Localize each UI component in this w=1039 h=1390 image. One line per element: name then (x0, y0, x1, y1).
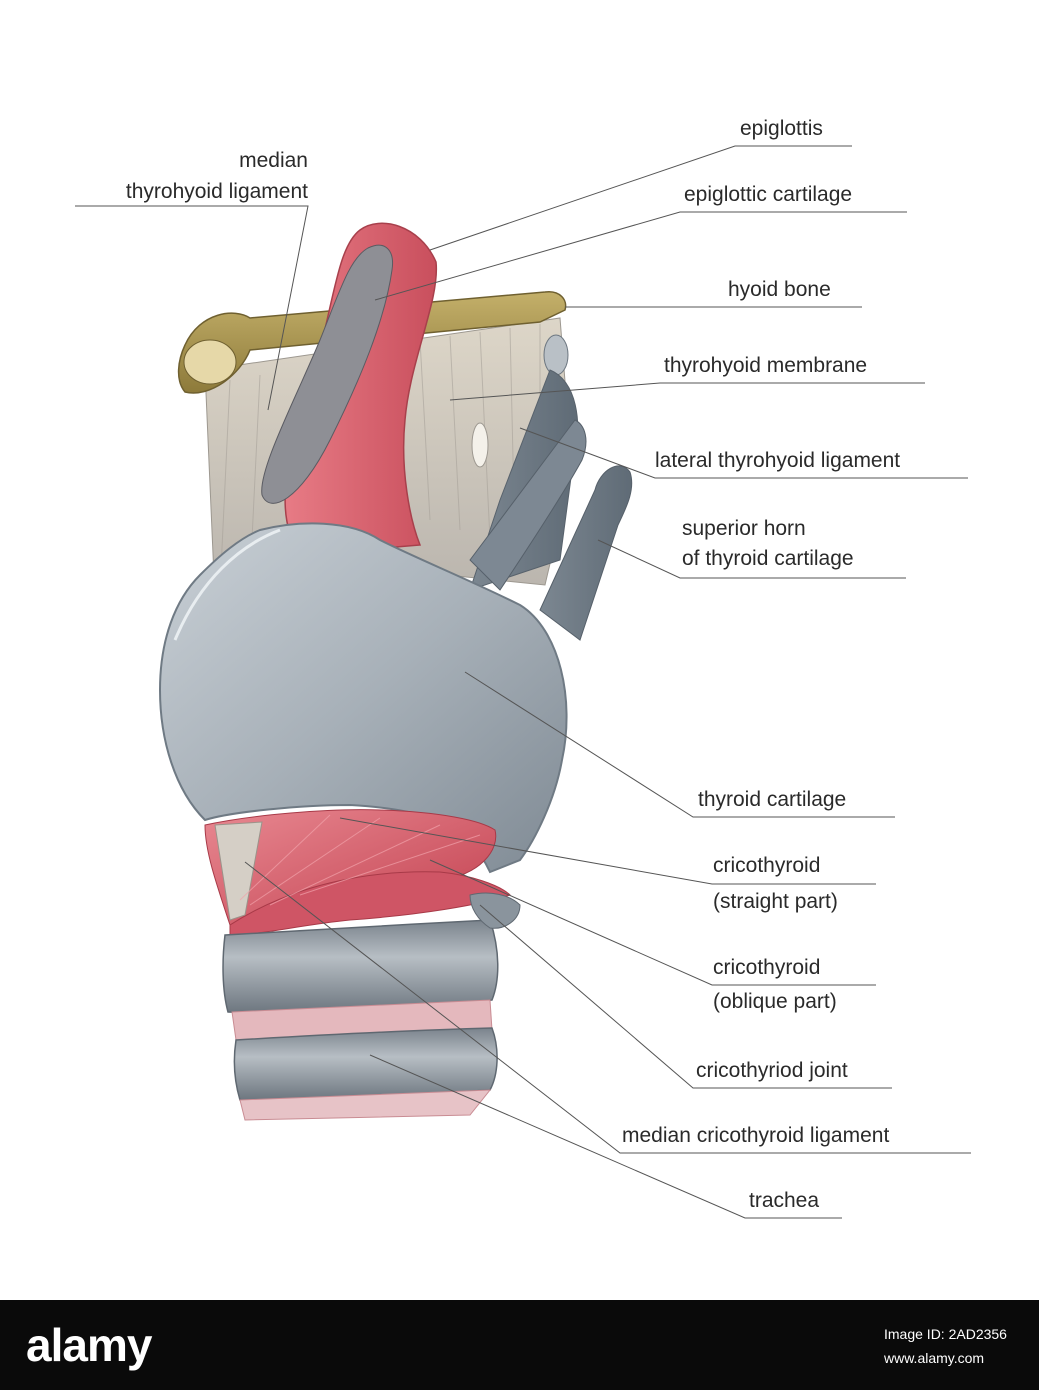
median-cricothyroid-ligament-shape (214, 821, 263, 921)
label-thyrohyoid-membrane: thyrohyoid membrane (664, 354, 868, 377)
site-url: www.alamy.com (884, 1350, 985, 1366)
superior-horn-shape (539, 465, 633, 641)
leader-epiglottis (429, 145, 852, 251)
hyoid-bone-shape (177, 291, 567, 394)
label-median-thyrohyoid-2: thyrohyoid ligament (125, 180, 308, 203)
label-trachea: trachea (749, 1189, 820, 1212)
label-cricothyroid-oblique-1: cricothyroid (713, 956, 821, 979)
label-epiglottis: epiglottis (740, 117, 823, 140)
cricothyroid-joint-shape (469, 892, 521, 929)
leader-epiglottic-cartilage (374, 211, 907, 301)
image-id: Image ID: 2AD2356 (884, 1326, 1007, 1342)
leader-cricothyroid-straight (339, 817, 876, 885)
label-cricothyriod-joint: cricothyriod joint (696, 1059, 848, 1082)
lateral-thyrohyoid-ligament-shape (469, 419, 587, 591)
leader-lines (75, 145, 971, 1219)
epiglottic-cartilage-shape (261, 244, 394, 504)
cricoid-cartilage-shape (222, 919, 499, 1014)
leader-median-cricothyroid (244, 861, 971, 1154)
label-cricothyroid-oblique-2: (oblique part) (713, 990, 837, 1013)
trachea-membrane-2 (239, 1089, 492, 1121)
larynx-illustration (158, 222, 633, 1121)
membrane-foramen (471, 422, 489, 468)
label-lateral-thyrohyoid-ligament: lateral thyrohyoid ligament (655, 449, 901, 472)
leader-cricothyriod-joint (479, 904, 892, 1089)
leader-median-thyrohyoid (75, 205, 309, 411)
label-epiglottic-cartilage: epiglottic cartilage (684, 183, 853, 206)
label-median-cricothyroid-ligament: median cricothyroid ligament (622, 1124, 890, 1147)
label-hyoid-bone: hyoid bone (728, 278, 831, 301)
label-cricothyroid-straight-2: (straight part) (713, 890, 838, 913)
label-superior-horn-2: of thyroid cartilage (682, 547, 854, 570)
leader-thyrohyoid-membrane (449, 382, 925, 401)
thyroid-notch-edge (173, 528, 281, 641)
label-thyroid-cartilage: thyroid cartilage (698, 788, 847, 811)
leader-trachea (369, 1054, 842, 1219)
label-superior-horn-1: superior horn (682, 517, 806, 540)
brand-logo: alamy (26, 1319, 152, 1371)
label-median-thyrohyoid-1: median (239, 149, 308, 172)
footer-bar: alamy Image ID: 2AD2356 www.alamy.com (0, 1300, 1039, 1390)
hyoid-cut-surface (183, 339, 237, 385)
label-cricothyroid-straight-1: cricothyroid (713, 854, 821, 877)
diagram-canvas: median thyrohyoid ligament epiglottis ep… (75, 117, 971, 1219)
leader-cricothyroid-oblique (429, 859, 876, 986)
leader-superior-horn (597, 539, 906, 579)
leader-lateral-thyrohyoid (519, 427, 968, 479)
leader-thyroid-cartilage (464, 671, 895, 818)
muscle-fibers (239, 814, 481, 906)
